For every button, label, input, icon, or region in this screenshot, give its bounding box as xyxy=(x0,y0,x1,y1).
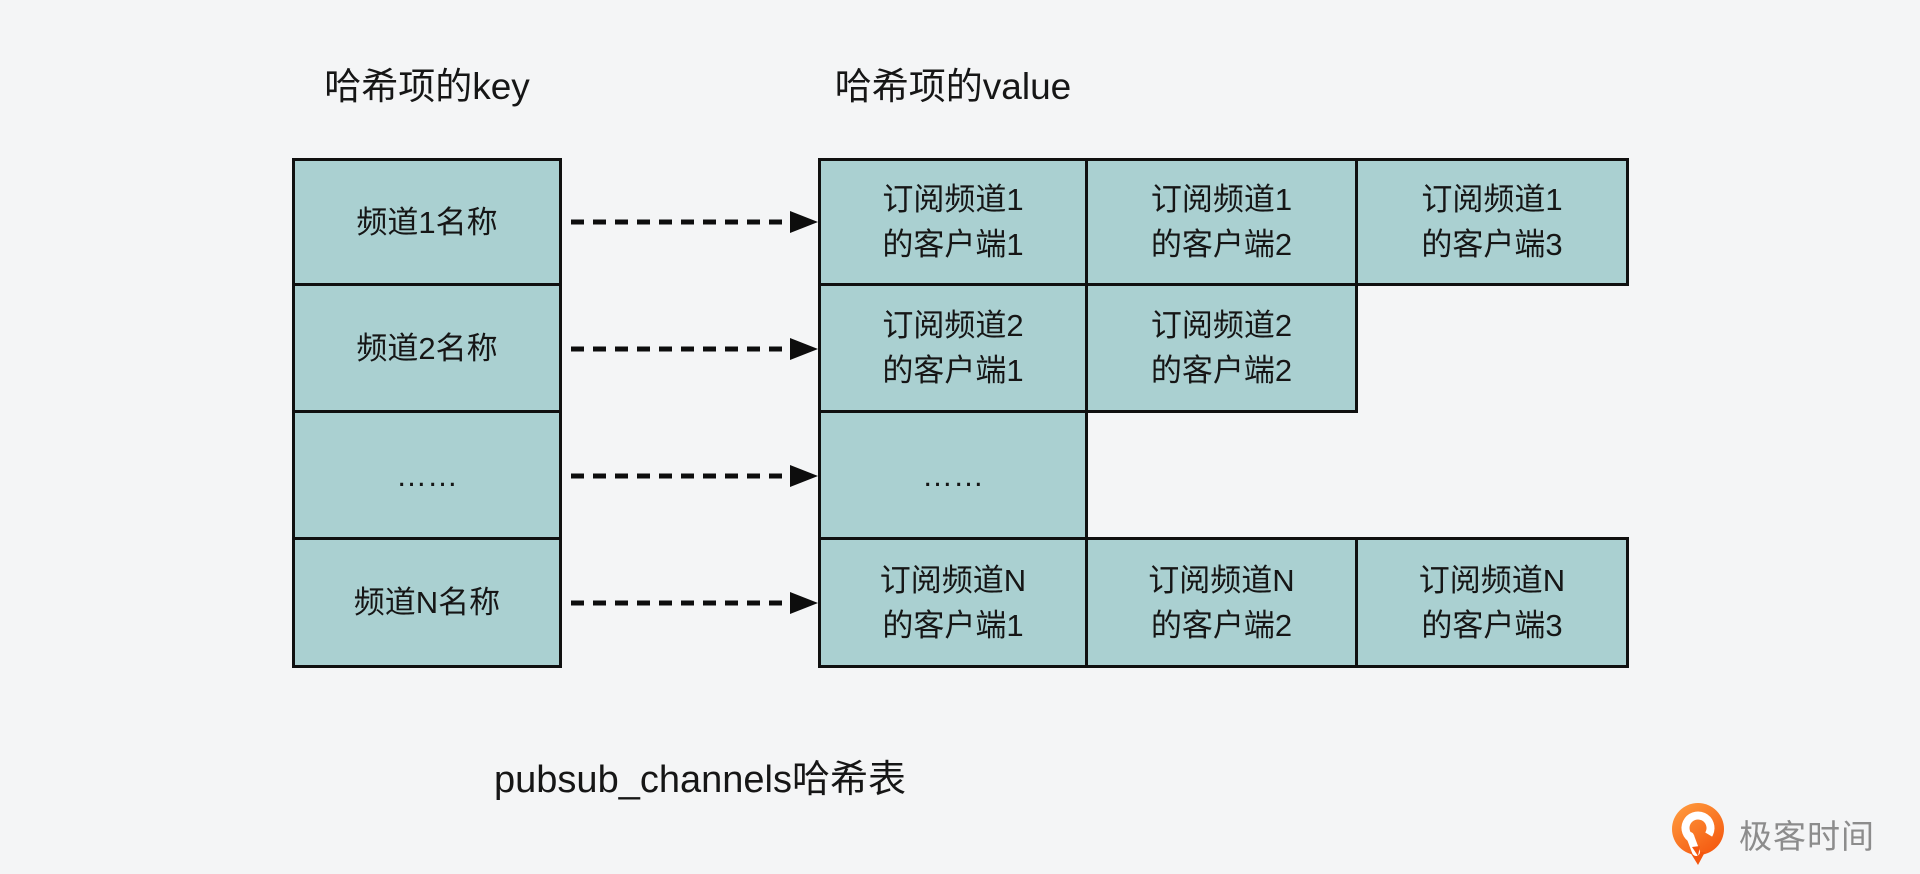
value-cell-line: 订阅频道1 xyxy=(882,182,1024,217)
value-column-header: 哈希项的value xyxy=(834,66,1072,107)
key-column-header: 哈希项的key xyxy=(324,66,530,107)
value-cell-line: 订阅频道2 xyxy=(1150,308,1293,343)
value-cell: 订阅频道1 的客户端2 xyxy=(1085,158,1358,286)
value-cell-line: 订阅频道N xyxy=(1148,562,1295,598)
value-cell-line: 的客户端2 xyxy=(1150,353,1293,388)
value-cell-line: 的客户端2 xyxy=(1150,227,1293,262)
value-cell-line: 的客户端3 xyxy=(1421,607,1563,643)
value-cell-line: 的客户端2 xyxy=(1150,607,1293,643)
value-cell-line: 订阅频道1 xyxy=(1150,182,1293,217)
value-cell: 订阅频道N 的客户端1 xyxy=(818,537,1088,668)
value-cell: 订阅频道1 的客户端1 xyxy=(818,158,1088,286)
value-cell-line: 订阅频道N xyxy=(879,562,1027,598)
value-cell-line: …… xyxy=(922,457,984,493)
value-cell: 订阅频道1 的客户端3 xyxy=(1355,158,1629,286)
key-cell-ellipsis: …… xyxy=(292,410,562,540)
value-cell-line: 订阅频道1 xyxy=(1421,182,1563,217)
value-cell-line: 订阅频道N xyxy=(1418,562,1566,598)
value-cell-line: 的客户端1 xyxy=(882,607,1024,643)
arrowhead-icon xyxy=(790,592,818,614)
value-cell-line: 订阅频道2 xyxy=(882,308,1024,343)
value-cell-line: 的客户端1 xyxy=(882,353,1024,388)
key-cell-label: 频道2名称 xyxy=(356,330,498,366)
diagram-caption: pubsub_channels哈希表 xyxy=(494,759,906,801)
key-cell-label: 频道N名称 xyxy=(353,585,501,620)
key-cell-channel2: 频道2名称 xyxy=(292,283,562,413)
arrowhead-icon xyxy=(790,338,818,360)
arrowhead-icon xyxy=(790,465,818,487)
geektime-logo: 极客时间 xyxy=(1670,802,1875,866)
key-cell-label: 频道1名称 xyxy=(356,204,498,240)
dashed-arrow xyxy=(571,211,818,233)
value-cell: 订阅频道N 的客户端3 xyxy=(1355,537,1629,668)
value-cell-ellipsis: …… xyxy=(818,410,1088,540)
geektime-logo-text: 极客时间 xyxy=(1739,818,1875,855)
geektime-pin-icon xyxy=(1672,803,1724,865)
arrowhead-icon xyxy=(790,211,818,233)
key-cell-channelN: 频道N名称 xyxy=(292,537,562,668)
value-cell: 订阅频道2 的客户端1 xyxy=(818,283,1088,413)
dashed-arrow xyxy=(571,592,818,614)
dashed-arrow xyxy=(571,338,818,360)
value-cell-line: 的客户端3 xyxy=(1421,227,1563,262)
dashed-arrow xyxy=(571,465,818,487)
value-cell-line: 的客户端1 xyxy=(882,227,1024,262)
key-cell-label: …… xyxy=(396,457,458,493)
value-cell: 订阅频道N 的客户端2 xyxy=(1085,537,1358,668)
key-cell-channel1: 频道1名称 xyxy=(292,158,562,286)
value-cell: 订阅频道2 的客户端2 xyxy=(1085,283,1358,413)
